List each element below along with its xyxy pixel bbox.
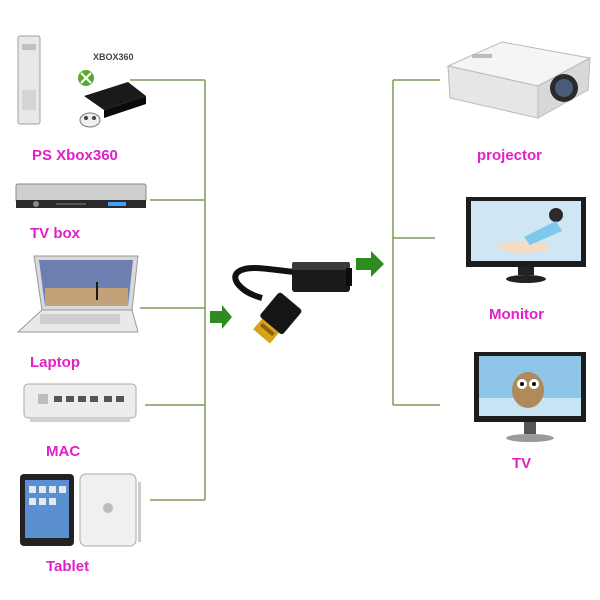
input-arrow — [210, 305, 232, 329]
output-arrow — [356, 251, 384, 277]
laptop-image — [12, 252, 142, 338]
projector-image — [442, 36, 592, 126]
label-tv-box: TV box — [30, 225, 80, 242]
monitor-image — [464, 195, 588, 285]
label-ps-xbox360: PS Xbox360 — [32, 147, 118, 164]
xbox-logo-icon — [78, 70, 94, 86]
label-tablet: Tablet — [46, 558, 89, 575]
label-projector: projector — [477, 147, 542, 164]
label-mac: MAC — [46, 443, 80, 460]
label-tv: TV — [512, 455, 531, 472]
label-monitor: Monitor — [489, 306, 544, 323]
xbox-logo-text: XBOX360 — [93, 52, 134, 62]
mac-mini-image — [20, 378, 140, 426]
tv-image — [472, 350, 588, 444]
tv-box-image — [12, 178, 148, 214]
output-bracket — [393, 80, 440, 405]
tablet-image — [18, 472, 146, 550]
xbox-console-image: XBOX360 — [12, 30, 150, 130]
label-laptop: Laptop — [30, 354, 80, 371]
vga-box — [292, 262, 352, 292]
hdmi-vga-adapter — [235, 262, 352, 346]
